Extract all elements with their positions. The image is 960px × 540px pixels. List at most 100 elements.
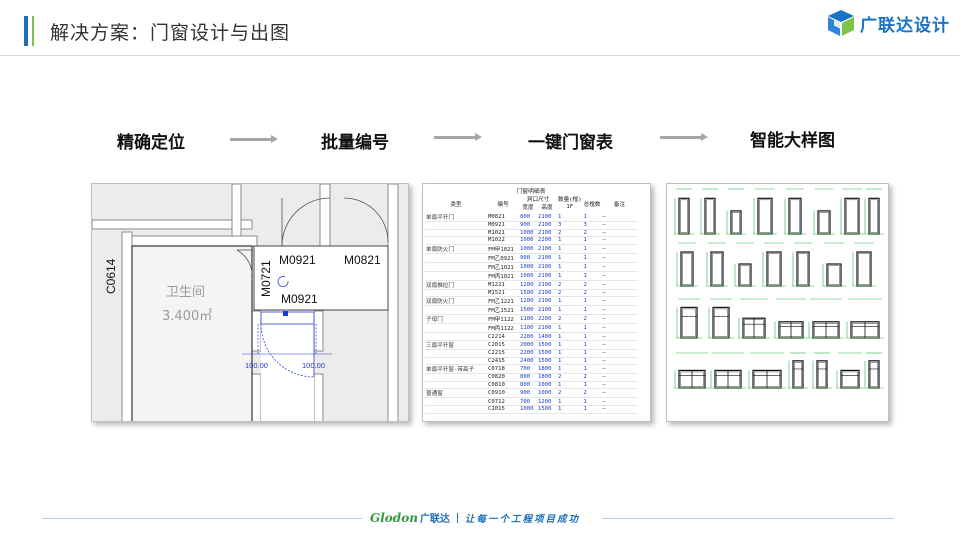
table-cell: C0820 — [487, 373, 519, 382]
table-cell: 1 — [582, 397, 602, 406]
table-cell: FM甲1122 — [487, 314, 519, 325]
table-cell — [425, 253, 487, 263]
elevation-inner — [858, 253, 870, 285]
table-cell: M0921 — [487, 221, 519, 230]
table-cell: 1200 — [519, 296, 537, 307]
table-cell: 2 — [557, 388, 583, 399]
floorplan-panel: C0614 M0721 M0921 M0821 M0921 卫生间 3.400㎡… — [91, 183, 409, 422]
table-cell: — — [601, 305, 638, 316]
table-cell: 2100 — [537, 262, 557, 272]
table-cell: C0810 — [487, 381, 519, 390]
table-cell: C0712 — [487, 397, 519, 406]
table-cell: 1500 — [537, 405, 557, 414]
page-title: 解决方案：门窗设计与出图 — [50, 21, 291, 44]
table-cell — [425, 229, 487, 238]
footer: Glodon 广联达 让每一个工程项目成功 — [370, 510, 580, 526]
table-cell: 1 — [582, 296, 602, 307]
schedule-title: 门窗明细表 — [516, 189, 546, 195]
door-tag-m0821: M0821 — [344, 253, 381, 267]
table-cell: 800 — [519, 373, 537, 382]
table-cell: FM丙1122 — [487, 323, 519, 334]
table-cell: 1 — [557, 213, 583, 222]
table-cell: 1 — [557, 271, 583, 281]
table-cell: 1500 — [537, 340, 557, 350]
dimension-right: 100.00 — [302, 361, 325, 370]
table-cell: 1 — [582, 405, 602, 414]
table-cell: 2100 — [537, 289, 557, 298]
table-cell: 2100 — [537, 280, 557, 290]
door-tag-m0921-selected: M0921 — [281, 292, 318, 306]
table-cell: 2100 — [537, 323, 557, 334]
table-cell: 700 — [519, 364, 537, 375]
footer-slogan: 让每一个工程项目成功 — [464, 513, 580, 525]
table-cell: — — [601, 271, 638, 281]
table-cell: 1 — [582, 332, 602, 341]
detail-drawings — [674, 188, 884, 389]
table-cell: M1221 — [487, 280, 519, 290]
table-cell: 2100 — [537, 229, 557, 238]
elevation-inner — [798, 253, 808, 285]
table-cell: 1500 — [519, 289, 537, 298]
table-cell: — — [601, 253, 638, 263]
table-cell: FM乙1221 — [487, 296, 519, 307]
table-cell: 3 — [557, 221, 583, 230]
elevation-frame — [710, 251, 724, 287]
table-cell: 1 — [557, 397, 583, 406]
table-cell: C2215 — [487, 349, 519, 358]
elevation-inner — [828, 265, 840, 285]
table-cell: 2100 — [537, 305, 557, 316]
col-code: 编号 — [497, 202, 509, 208]
table-cell: — — [601, 244, 638, 254]
table-cell: 2 — [582, 373, 602, 382]
table-cell: 1 — [557, 323, 583, 334]
table-cell: FM乙0921 — [487, 253, 519, 263]
table-cell: — — [601, 229, 638, 238]
step-smart-detail-drawing: 智能大样图 — [750, 131, 835, 151]
table-cell: C1015 — [487, 405, 519, 414]
room-name: 卫生间 — [166, 285, 205, 300]
table-cell: C2415 — [487, 357, 519, 366]
header-divider — [0, 55, 960, 56]
table-cell: 1 — [582, 213, 602, 222]
table-cell: 2200 — [537, 314, 557, 325]
table-cell — [425, 305, 487, 316]
table-cell: 1400 — [537, 332, 557, 341]
table-cell: FM乙1021 — [487, 262, 519, 272]
elevation-inner — [682, 308, 696, 337]
elevation-frame — [826, 263, 842, 287]
table-cell: — — [601, 364, 638, 375]
table-cell: — — [601, 397, 638, 406]
table-cell — [425, 221, 487, 230]
table-cell: 1000 — [519, 405, 537, 414]
table-cell: 1 — [582, 305, 602, 316]
table-cell: 1 — [582, 349, 602, 358]
title-accent-bar-secondary — [32, 16, 34, 46]
table-cell: 900 — [519, 221, 537, 230]
elevation-inner — [714, 308, 728, 337]
elevation-frame — [817, 210, 831, 235]
elevation-inner — [794, 362, 802, 387]
table-cell: C0910 — [487, 388, 519, 399]
elevation-inner — [740, 265, 750, 285]
table-cell: 双扇防火门 — [425, 296, 487, 307]
table-cell: 2100 — [537, 296, 557, 307]
table-cell: 2 — [582, 229, 602, 238]
elevation-inner — [842, 371, 858, 387]
table-cell: FM丙1021 — [487, 271, 519, 281]
col-type: 类型 — [450, 202, 462, 208]
table-cell — [425, 236, 487, 245]
elevation-inner — [818, 362, 826, 387]
table-cell: 1 — [582, 323, 602, 334]
table-cell — [425, 357, 487, 366]
